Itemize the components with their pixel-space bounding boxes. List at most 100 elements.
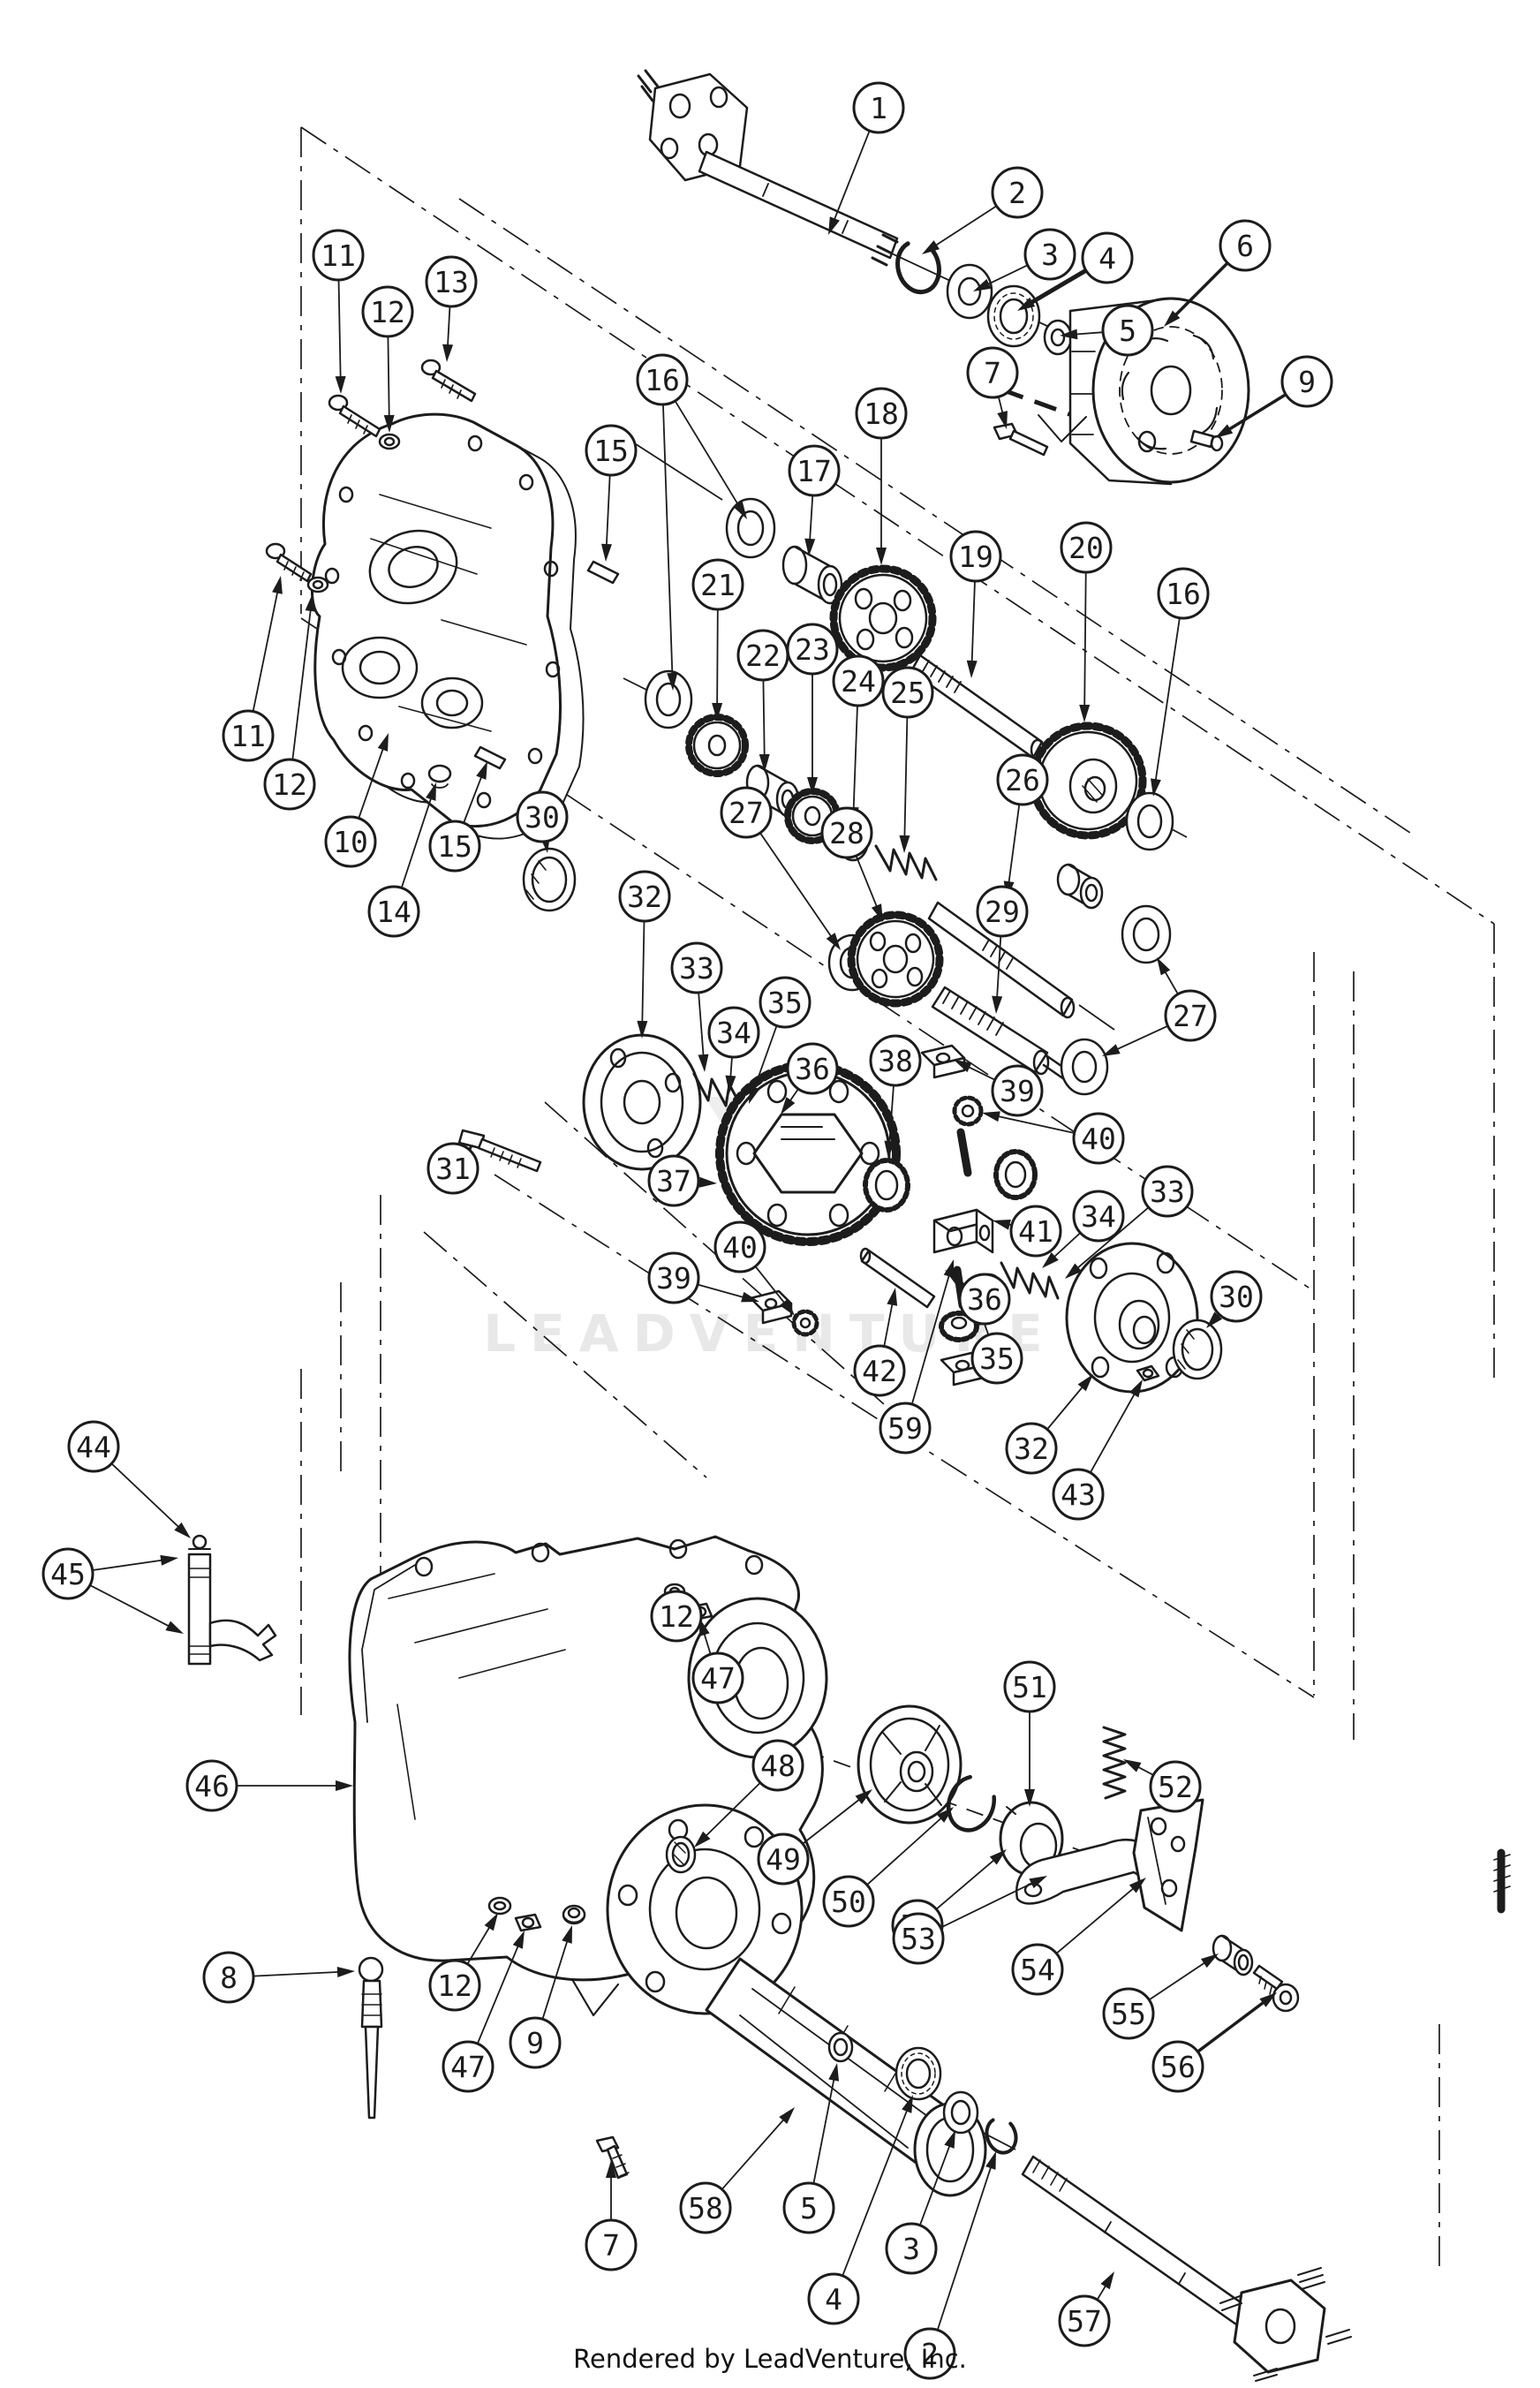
callout-circle[interactable] [1003,1660,1056,1713]
callout-circle[interactable] [852,81,905,134]
callout-circle[interactable] [1058,2294,1111,2347]
callout-circle[interactable] [970,1332,1023,1385]
callout-circle[interactable] [1060,521,1113,574]
callout-circle[interactable] [958,1273,1011,1326]
callout-7[interactable]: 7 [966,346,1019,399]
callout-5[interactable]: 5 [1101,304,1154,357]
callout-44[interactable]: 44 [67,1420,120,1473]
callout-circle[interactable] [585,2218,638,2271]
callout-30[interactable]: 30 [1210,1270,1263,1323]
callout-circle[interactable] [1011,1943,1064,1996]
callout-11[interactable]: 11 [312,229,365,282]
callout-circle[interactable] [1164,989,1217,1042]
callout-6[interactable]: 6 [1219,219,1272,272]
callout-circle[interactable] [757,1833,810,1885]
callout-3[interactable]: 3 [885,2222,938,2275]
callout-circle[interactable] [1210,1270,1263,1323]
callout-circle[interactable] [788,444,841,497]
callout-24[interactable]: 24 [832,654,885,707]
callout-circle[interactable] [822,1875,875,1928]
callout-circle[interactable] [892,1912,945,1965]
callout-circle[interactable] [759,976,812,1029]
callout-circle[interactable] [751,1739,804,1792]
callout-20[interactable]: 20 [1060,521,1113,574]
callout-12[interactable]: 12 [428,1959,481,2012]
callout-30[interactable]: 30 [516,790,569,843]
callout-26[interactable]: 26 [996,753,1049,806]
callout-19[interactable]: 19 [949,530,1002,583]
callout-57[interactable]: 57 [1058,2294,1111,2347]
callout-39[interactable]: 39 [991,1064,1044,1117]
callout-12[interactable]: 12 [361,285,414,338]
callout-43[interactable]: 43 [1052,1468,1105,1521]
callout-circle[interactable] [263,758,316,811]
callout-circle[interactable] [67,1420,120,1473]
callout-circle[interactable] [585,424,638,477]
callout-2[interactable]: 2 [903,2327,956,2380]
callout-circle[interactable] [976,885,1029,938]
callout-17[interactable]: 17 [788,444,841,497]
callout-circle[interactable] [222,709,275,762]
callout-54[interactable]: 54 [1011,1943,1064,1996]
callout-circle[interactable] [312,229,365,282]
callout-circle[interactable] [650,1590,703,1643]
callout-33[interactable]: 33 [670,941,723,994]
callout-circle[interactable] [707,1006,760,1059]
callout-18[interactable]: 18 [855,387,908,440]
callout-circle[interactable] [786,1042,839,1095]
callout-circle[interactable] [647,1251,700,1304]
callout-circle[interactable] [427,1142,479,1195]
callout-47[interactable]: 47 [691,1651,744,1704]
callout-circle[interactable] [1219,219,1272,272]
callout-circle[interactable] [636,353,689,406]
callout-56[interactable]: 56 [1151,2040,1204,2093]
callout-7[interactable]: 7 [585,2218,638,2271]
callout-40[interactable]: 40 [1072,1112,1125,1165]
callout-circle[interactable] [361,285,414,338]
callout-29[interactable]: 29 [976,885,1029,938]
callout-circle[interactable] [782,2181,835,2234]
callout-3[interactable]: 3 [1023,228,1076,281]
callout-45[interactable]: 45 [42,1547,94,1600]
callout-circle[interactable] [853,1344,906,1397]
callout-23[interactable]: 23 [786,623,839,676]
callout-circle[interactable] [966,346,1019,399]
callout-circle[interactable] [428,1959,481,2012]
callout-40[interactable]: 40 [713,1220,766,1273]
callout-8[interactable]: 8 [202,1951,255,2004]
callout-circle[interactable] [1101,304,1154,357]
callout-circle[interactable] [1280,355,1333,408]
callout-circle[interactable] [1149,1760,1202,1813]
callout-47[interactable]: 47 [442,2040,494,2093]
callout-4[interactable]: 4 [1081,231,1134,284]
callout-48[interactable]: 48 [751,1739,804,1792]
callout-circle[interactable] [820,806,873,859]
callout-35[interactable]: 35 [970,1332,1023,1385]
callout-34[interactable]: 34 [1072,1190,1125,1243]
callout-46[interactable]: 46 [185,1759,238,1812]
callout-circle[interactable] [1072,1112,1125,1165]
callout-circle[interactable] [832,654,885,707]
callout-circle[interactable] [442,2040,494,2093]
callout-9[interactable]: 9 [509,2016,562,2069]
callout-circle[interactable] [1072,1190,1125,1243]
callout-31[interactable]: 31 [427,1142,479,1195]
callout-52[interactable]: 52 [1149,1760,1202,1813]
callout-circle[interactable] [647,1154,700,1207]
callout-42[interactable]: 42 [853,1344,906,1397]
callout-circle[interactable] [1141,1165,1194,1218]
callout-circle[interactable] [881,666,934,719]
callout-5[interactable]: 5 [782,2181,835,2234]
callout-2[interactable]: 2 [991,166,1044,219]
callout-27[interactable]: 27 [1164,989,1217,1042]
callout-circle[interactable] [1005,1422,1058,1475]
callout-circle[interactable] [691,558,744,611]
callout-circle[interactable] [202,1951,255,2004]
callout-circle[interactable] [869,1034,922,1087]
callout-circle[interactable] [1052,1468,1105,1521]
callout-circle[interactable] [949,530,1002,583]
callout-15[interactable]: 15 [585,424,638,477]
callout-33[interactable]: 33 [1141,1165,1194,1218]
callout-9[interactable]: 9 [1280,355,1333,408]
callout-39[interactable]: 39 [647,1251,700,1304]
